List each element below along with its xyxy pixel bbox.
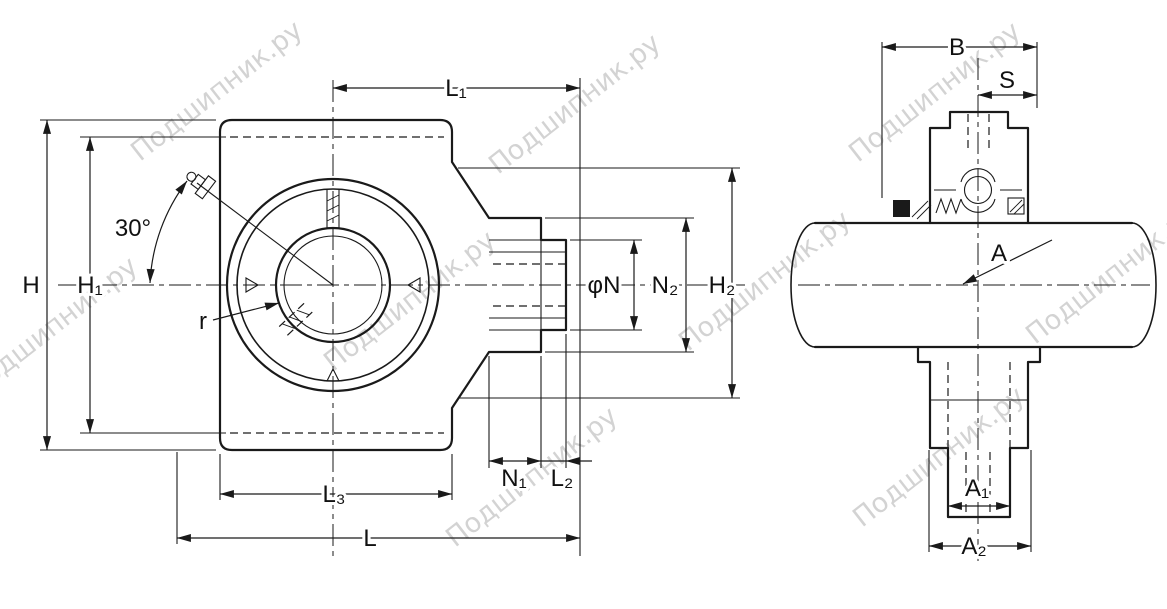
dim-label-L2: L₂ bbox=[551, 465, 574, 492]
dim-label-A: A bbox=[991, 240, 1007, 267]
dim-phiN: φN bbox=[570, 239, 642, 331]
dim-label-L3: L₃ bbox=[322, 481, 345, 508]
dim-label-A1: A₁ bbox=[965, 475, 989, 502]
watermark-text: Подшипник.ру bbox=[483, 28, 666, 181]
watermark-text: Подшипник.ру bbox=[847, 381, 1030, 534]
bore-circle-inner bbox=[283, 235, 383, 335]
bore-circle bbox=[274, 226, 392, 344]
dim-label-L1: L₁ bbox=[445, 75, 466, 102]
ball bbox=[963, 175, 993, 205]
race-arc-top bbox=[960, 168, 996, 183]
dim-A1: A₁ bbox=[947, 472, 1011, 511]
radius-label: r bbox=[199, 308, 207, 335]
seal-hatch bbox=[911, 200, 932, 220]
shaft bbox=[790, 221, 1157, 349]
grease-slot-top bbox=[326, 190, 340, 228]
grease-axis-line bbox=[196, 182, 334, 286]
dim-H1: H₁ bbox=[74, 136, 226, 434]
angle-arc bbox=[146, 180, 188, 284]
dim-L: L bbox=[176, 452, 581, 555]
locating-triangle-bottom bbox=[326, 367, 340, 382]
dim-H: H bbox=[19, 119, 216, 451]
dim-B: B bbox=[881, 31, 1038, 198]
watermark-text: Подшипник.ру bbox=[318, 225, 501, 378]
snap-ring-detail bbox=[1007, 197, 1025, 215]
dim-N1-L2: N₁ L₂ bbox=[488, 334, 592, 495]
dim-A: A bbox=[962, 237, 1053, 285]
dim-L1: L₁ bbox=[332, 72, 581, 556]
watermark-text: Подшипник.ру bbox=[125, 15, 308, 168]
seal-section bbox=[893, 200, 910, 217]
dim-label-S: S bbox=[999, 67, 1015, 94]
dim-label-H1: H₁ bbox=[77, 272, 102, 299]
housing-outline bbox=[218, 118, 568, 452]
watermark-text: Подшипник.ру bbox=[1020, 198, 1167, 351]
race-arc-bottom bbox=[960, 198, 996, 213]
dim-H2: H₂ bbox=[458, 167, 740, 399]
dim-label-H2: H₂ bbox=[709, 272, 736, 299]
dim-label-B: B bbox=[949, 34, 965, 61]
watermark-text: Подшипник.ру bbox=[673, 205, 856, 358]
lock-spring bbox=[935, 197, 962, 215]
dim-label-N2: N₂ bbox=[652, 272, 679, 299]
angle-label: 30° bbox=[115, 215, 151, 242]
dim-label-N1: N₁ bbox=[501, 465, 526, 492]
dim-A2: A₂ bbox=[928, 450, 1032, 563]
dim-S: S bbox=[977, 64, 1038, 100]
locating-triangle-right bbox=[406, 277, 421, 293]
boss-bore-lines bbox=[489, 239, 566, 331]
dim-L3: L₃ bbox=[219, 454, 453, 511]
dim-N2: N₂ bbox=[545, 217, 694, 353]
front-view: 30° r L₁ H H₁ bbox=[19, 72, 745, 560]
bearing-section-detail bbox=[893, 168, 1025, 220]
housing-top-block bbox=[928, 110, 1030, 225]
dim-label-phiN: φN bbox=[588, 272, 621, 299]
locating-triangle-left bbox=[245, 277, 260, 293]
watermark-text: Подшипник.ру bbox=[440, 401, 623, 554]
housing-bottom-block bbox=[916, 345, 1042, 519]
grease-fitting bbox=[186, 171, 217, 200]
radius-leader bbox=[212, 302, 280, 321]
side-view: B S A A₁ A₂ bbox=[790, 31, 1157, 566]
dim-label-A2: A₂ bbox=[961, 533, 986, 560]
dim-label-L: L bbox=[363, 525, 376, 552]
grease-slot-lower bbox=[277, 302, 313, 338]
dim-label-H: H bbox=[22, 272, 39, 299]
bearing-outer-ring bbox=[225, 177, 441, 393]
